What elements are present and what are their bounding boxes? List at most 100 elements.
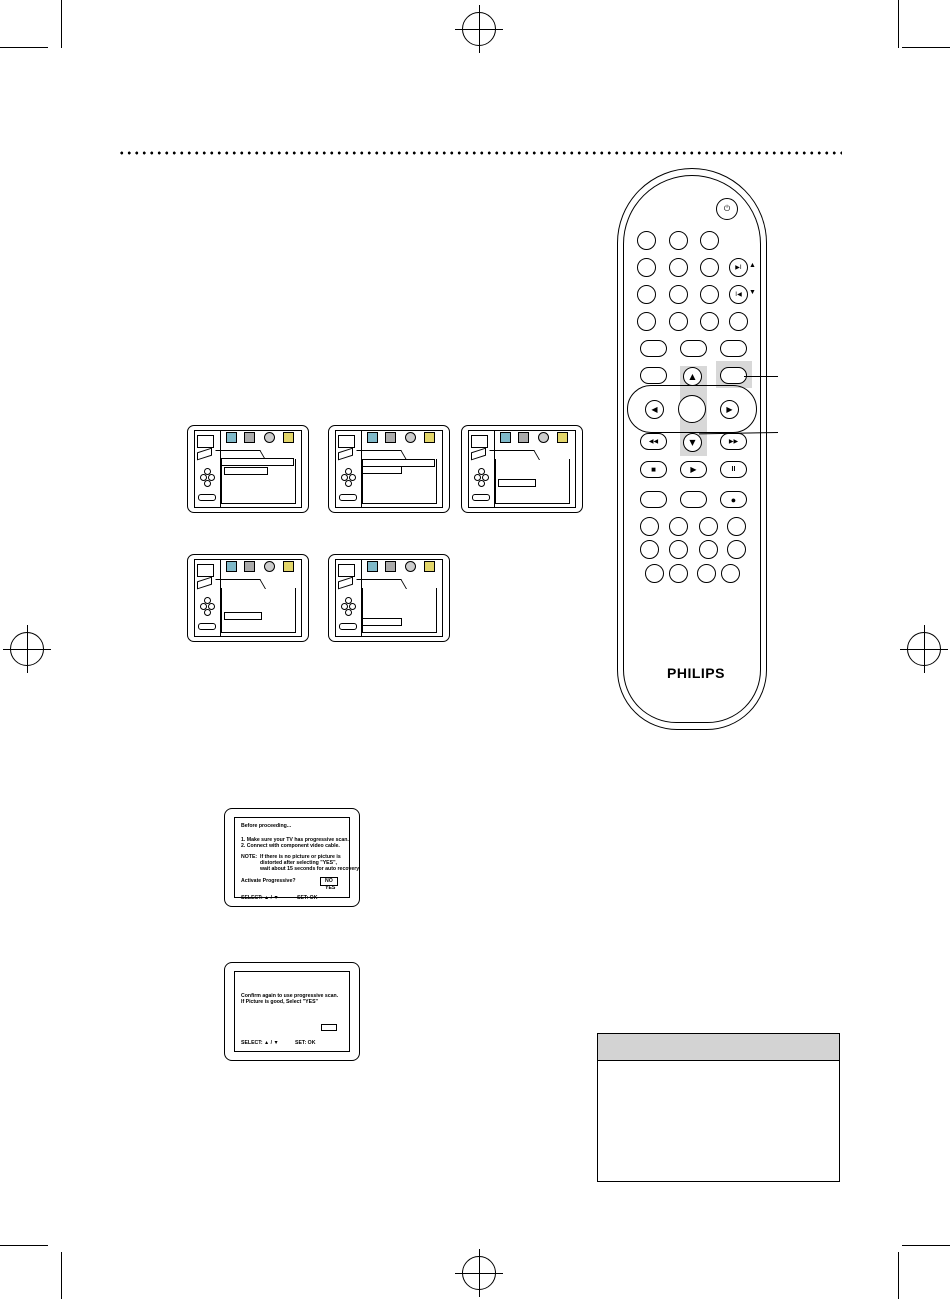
- menu-icon: [244, 561, 255, 572]
- registration-mark: [455, 5, 503, 53]
- remote-key[interactable]: [699, 517, 718, 536]
- skip-next-icon: ▶I: [735, 264, 742, 271]
- right-button[interactable]: ▶: [720, 400, 739, 419]
- menu-icon: [405, 561, 416, 572]
- menu-icon: [367, 561, 378, 572]
- fast-forward-icon: ▶▶: [728, 439, 739, 445]
- option-box[interactable]: [321, 1024, 337, 1031]
- menu-icon: [226, 561, 237, 572]
- hint-header: [598, 1034, 839, 1061]
- remote-key[interactable]: [697, 564, 716, 583]
- callout-line: [744, 376, 778, 378]
- menu-icon: [385, 561, 396, 572]
- menu-screen-3: [461, 425, 583, 513]
- record-button[interactable]: ●: [720, 491, 747, 508]
- crop-mark: [61, 0, 62, 48]
- remote-key[interactable]: [669, 285, 688, 304]
- fast-forward-button[interactable]: ▶▶: [720, 433, 747, 450]
- left-button[interactable]: ◀: [645, 400, 664, 419]
- menu-icon: [538, 432, 549, 443]
- remote-key[interactable]: [640, 540, 659, 559]
- remote-key[interactable]: [700, 312, 719, 331]
- helpful-hint-box: [597, 1033, 840, 1182]
- registration-mark: [3, 625, 51, 673]
- brand-logo: PHILIPS: [667, 665, 725, 681]
- note-label: NOTE:: [241, 854, 258, 860]
- remote-key[interactable]: [700, 258, 719, 277]
- remote-oval-key[interactable]: [680, 491, 707, 508]
- dotted-rule: [118, 151, 842, 155]
- remote-oval-key[interactable]: [640, 367, 667, 384]
- remote-key[interactable]: [727, 517, 746, 536]
- skip-down-icon: ▼: [749, 289, 756, 296]
- power-icon: ⏻: [723, 204, 731, 213]
- menu-icon: [518, 432, 529, 443]
- set-hint: SET: OK: [297, 895, 318, 901]
- up-arrow-icon: ▲: [689, 372, 696, 381]
- progressive-scan-screen: Before proceeding... 1. Make sure your T…: [224, 808, 360, 907]
- crop-mark: [898, 0, 899, 48]
- remote-key[interactable]: [699, 540, 718, 559]
- remote-key[interactable]: [669, 564, 688, 583]
- play-button[interactable]: ▶: [680, 461, 707, 478]
- pause-button[interactable]: II: [720, 461, 747, 478]
- remote-key[interactable]: [640, 517, 659, 536]
- remote-oval-key[interactable]: [640, 491, 667, 508]
- menu-icon: [226, 432, 237, 443]
- down-arrow-icon: ▼: [689, 438, 696, 447]
- remote-key[interactable]: [669, 312, 688, 331]
- stop-icon: ■: [651, 465, 656, 474]
- remote-oval-key[interactable]: [720, 340, 747, 357]
- remote-key[interactable]: [700, 285, 719, 304]
- remote-key[interactable]: [669, 540, 688, 559]
- remote-oval-key[interactable]: [680, 340, 707, 357]
- crop-mark: [902, 47, 950, 48]
- option-yes[interactable]: YES: [325, 885, 336, 891]
- ok-button[interactable]: [678, 395, 706, 423]
- remote-key[interactable]: [637, 285, 656, 304]
- skip-prev-button[interactable]: I◀: [729, 285, 748, 304]
- menu-screen-5: [328, 554, 450, 642]
- menu-screen-4: [187, 554, 309, 642]
- remote-key[interactable]: [721, 564, 740, 583]
- remote-key[interactable]: [637, 231, 656, 250]
- remote-key[interactable]: [637, 258, 656, 277]
- remote-key[interactable]: [669, 258, 688, 277]
- left-arrow-icon: ◀: [651, 405, 658, 414]
- stop-button[interactable]: ■: [640, 461, 667, 478]
- skip-next-button[interactable]: ▶I: [729, 258, 748, 277]
- nav-ring: [627, 385, 757, 433]
- remote-key[interactable]: [637, 312, 656, 331]
- up-button[interactable]: ▲: [683, 367, 702, 386]
- lock-icon: [424, 561, 435, 572]
- note-line: If there is no picture or picture is: [260, 854, 341, 860]
- menu-icon: [367, 432, 378, 443]
- menu-icon: [500, 432, 511, 443]
- remote-key[interactable]: [669, 517, 688, 536]
- remote-key[interactable]: [727, 540, 746, 559]
- confirm-line: If Picture is good, Select "YES": [241, 999, 318, 1005]
- remote-oval-key[interactable]: [640, 340, 667, 357]
- record-icon: ●: [730, 494, 737, 505]
- select-hint: SELECT: ▲ / ▼: [241, 1040, 279, 1046]
- pause-icon: II: [731, 466, 736, 473]
- remote-key[interactable]: [645, 564, 664, 583]
- lock-icon: [283, 561, 294, 572]
- down-button[interactable]: ▼: [683, 433, 702, 452]
- confirm-screen: Confirm again to use progressive scan. I…: [224, 962, 360, 1061]
- option-no[interactable]: NO: [320, 877, 338, 886]
- power-button[interactable]: ⏻: [716, 198, 738, 220]
- menu-icon: [385, 432, 396, 443]
- remote-key[interactable]: [729, 312, 748, 331]
- screen-title: Before proceeding...: [241, 823, 292, 829]
- crop-mark: [61, 1252, 62, 1299]
- crop-mark: [0, 1245, 48, 1246]
- remote-key[interactable]: [700, 231, 719, 250]
- skip-prev-icon: I◀: [735, 291, 742, 298]
- menu-icon: [264, 432, 275, 443]
- rewind-button[interactable]: ◀◀: [640, 433, 667, 450]
- registration-mark: [455, 1249, 503, 1297]
- remote-key[interactable]: [669, 231, 688, 250]
- lock-icon: [557, 432, 568, 443]
- setup-button[interactable]: [720, 367, 747, 384]
